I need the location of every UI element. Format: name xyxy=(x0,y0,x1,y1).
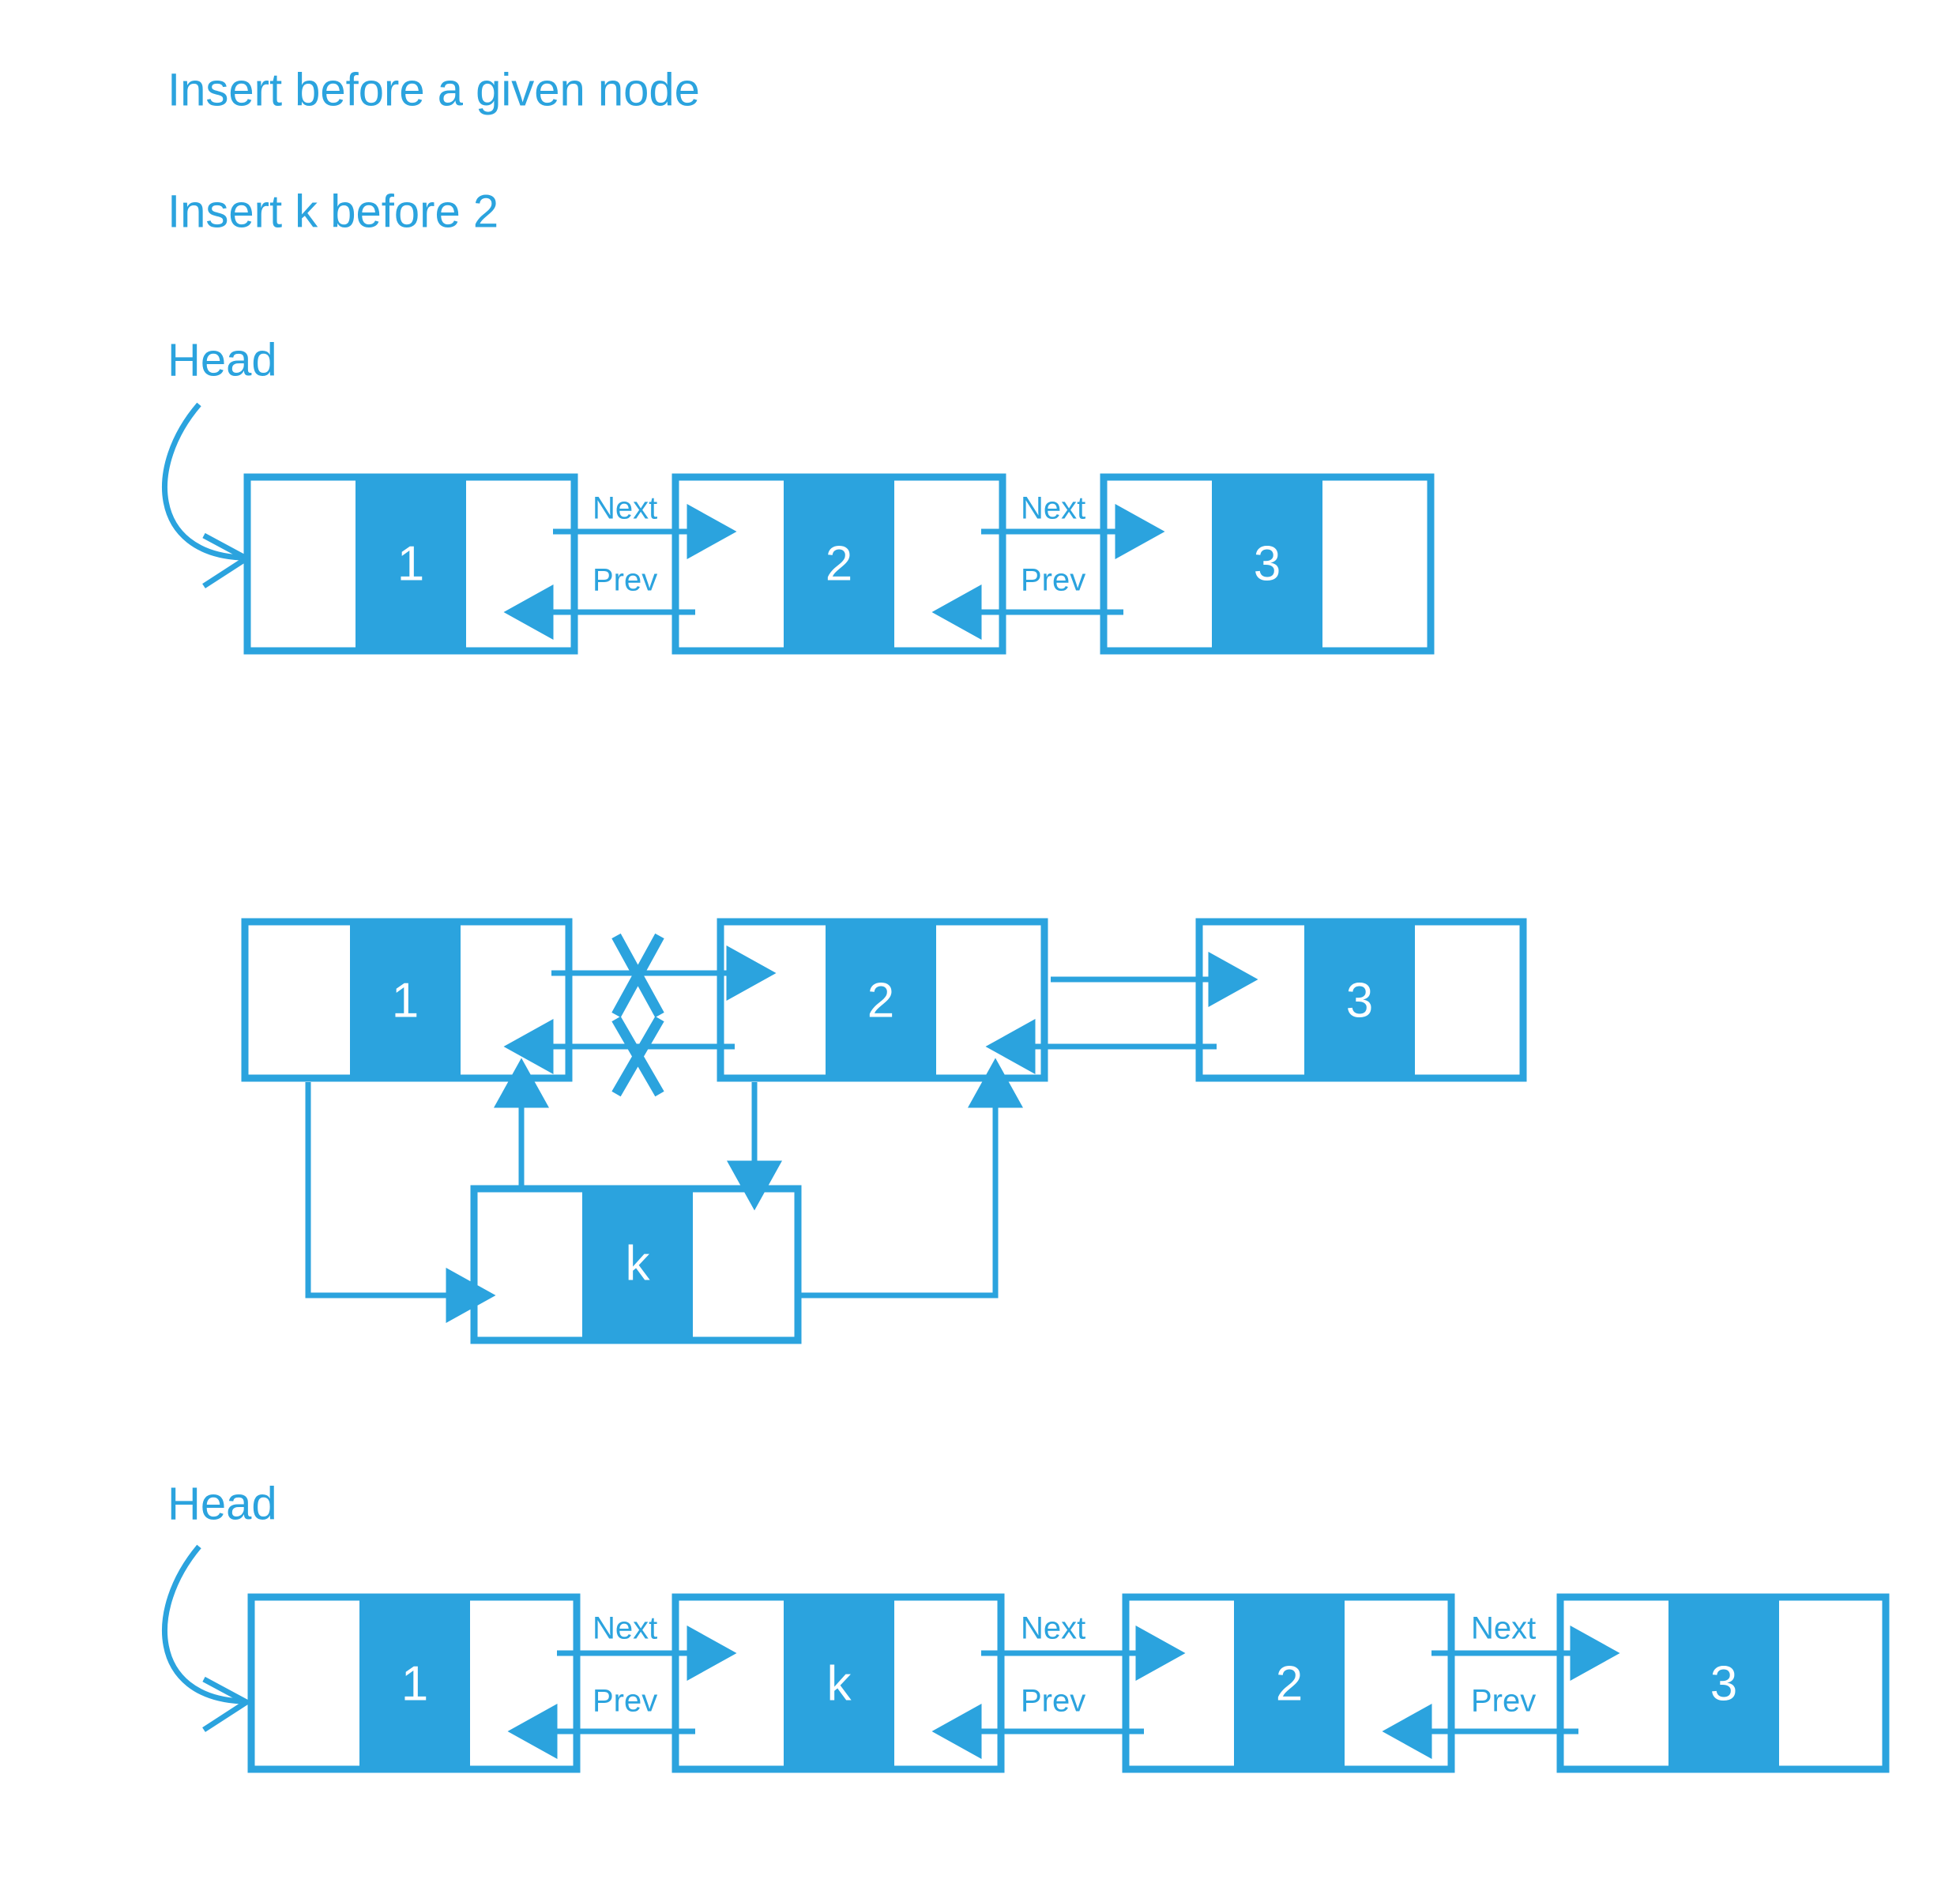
head-pointer-curve-row3 xyxy=(162,1544,242,1704)
link-1-to-k-row2 xyxy=(305,1082,496,1323)
node-data-cell xyxy=(826,922,936,1078)
node-data-cell xyxy=(582,1189,693,1340)
node-value: 2 xyxy=(826,536,852,591)
node-3-row2: 3 xyxy=(1195,918,1527,1082)
link-k-to-2-row2 xyxy=(798,1058,1023,1299)
page-title: Insert before a given node xyxy=(167,64,700,115)
node-data-cell xyxy=(784,1597,894,1769)
head-label-row3: Head xyxy=(167,1478,277,1529)
link-label-prev-3-2-row3: Prev xyxy=(1471,1684,1536,1719)
node-1-row1: 1 xyxy=(243,473,578,655)
link-label-next-1-k-row3: Next xyxy=(593,1611,657,1646)
node-data-cell xyxy=(1668,1597,1779,1769)
node-2-row1: 2 xyxy=(672,473,1006,655)
node-value: 3 xyxy=(1346,973,1373,1028)
break-marker-next-row2 xyxy=(611,933,664,1018)
break-marker-prev-row2 xyxy=(611,1016,664,1097)
node-value: 2 xyxy=(1276,1656,1303,1711)
link-label-next-k-2-row3: Next xyxy=(1021,1611,1085,1646)
node-value: 3 xyxy=(1710,1656,1737,1711)
node-1-row2: 1 xyxy=(241,918,573,1082)
row-final: Head 1 k 2 3 Next xyxy=(162,1478,1890,1773)
node-k-row3: k xyxy=(672,1593,1005,1773)
node-value: 1 xyxy=(392,973,419,1028)
node-3-row3: 3 xyxy=(1556,1593,1890,1773)
node-value: 2 xyxy=(867,973,894,1028)
link-label-prev-3-2-row1: Prev xyxy=(1021,563,1085,598)
link-label-next-1-2-row1: Next xyxy=(593,491,657,526)
link-label-prev-k-1-row3: Prev xyxy=(593,1684,657,1719)
node-value: 1 xyxy=(401,1656,428,1711)
link-label-prev-2-k-row3: Prev xyxy=(1021,1684,1085,1719)
head-pointer-arrowhead-row1 xyxy=(202,532,252,588)
node-value: k xyxy=(827,1656,852,1711)
row-rewire: 1 2 3 k xyxy=(241,918,1527,1344)
node-k-row2: k xyxy=(470,1185,802,1344)
node-value: 3 xyxy=(1254,536,1281,591)
link-label-prev-2-1-row1: Prev xyxy=(593,563,657,598)
head-pointer-arrowhead-row3 xyxy=(202,1676,252,1732)
node-data-cell xyxy=(359,1597,470,1769)
link-label-next-2-3-row3: Next xyxy=(1471,1611,1536,1646)
node-data-cell xyxy=(1234,1597,1345,1769)
page-subtitle: Insert k before 2 xyxy=(167,186,498,237)
node-data-cell xyxy=(350,922,461,1078)
node-1-row3: 1 xyxy=(247,1593,581,1773)
node-3-row1: 3 xyxy=(1100,473,1435,655)
row-initial: Head 1 2 3 Next Prev Next xyxy=(162,334,1435,655)
node-value: 1 xyxy=(397,536,424,591)
link-label-next-2-3-row1: Next xyxy=(1021,491,1085,526)
node-data-cell xyxy=(1304,922,1415,1078)
node-2-row3: 2 xyxy=(1122,1593,1455,1773)
node-2-row2: 2 xyxy=(717,918,1048,1082)
node-value: k xyxy=(626,1236,651,1291)
head-label-row1: Head xyxy=(167,334,277,385)
node-data-cell xyxy=(784,477,894,651)
node-data-cell xyxy=(356,477,466,651)
head-pointer-curve-row1 xyxy=(162,402,242,561)
node-data-cell xyxy=(1212,477,1322,651)
